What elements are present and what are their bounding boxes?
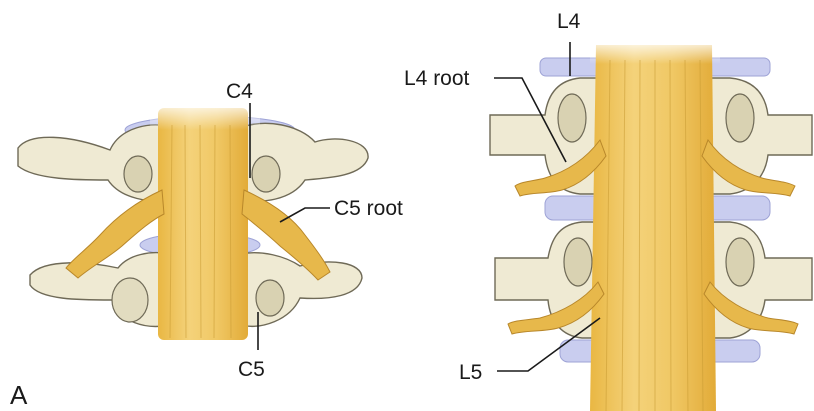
panel-label: A xyxy=(10,380,28,410)
lumbar-foramen-upper-right xyxy=(726,94,754,142)
lumbar-foramen-lower-left xyxy=(564,238,592,286)
cervical-pedicle-lower-left xyxy=(112,278,148,322)
lumbar-cauda-equina xyxy=(590,45,716,411)
label-l5: L5 xyxy=(459,361,482,384)
label-c4: C4 xyxy=(226,80,253,103)
label-c5: C5 xyxy=(238,358,265,381)
label-c5-root: C5 root xyxy=(334,197,403,220)
label-l4-root: L4 root xyxy=(404,67,470,90)
label-l4: L4 xyxy=(557,10,581,33)
cervical-spine-illustration xyxy=(18,100,368,340)
cervical-foramen-upper-right xyxy=(252,156,280,192)
lumbar-spine-illustration xyxy=(490,38,812,411)
cervical-foramen-lower-right xyxy=(256,280,284,316)
cervical-cord-fade xyxy=(150,100,260,130)
cervical-foramen-upper-left xyxy=(124,156,152,192)
lumbar-foramen-lower-right xyxy=(726,238,754,286)
lumbar-foramen-upper-left xyxy=(558,94,586,142)
